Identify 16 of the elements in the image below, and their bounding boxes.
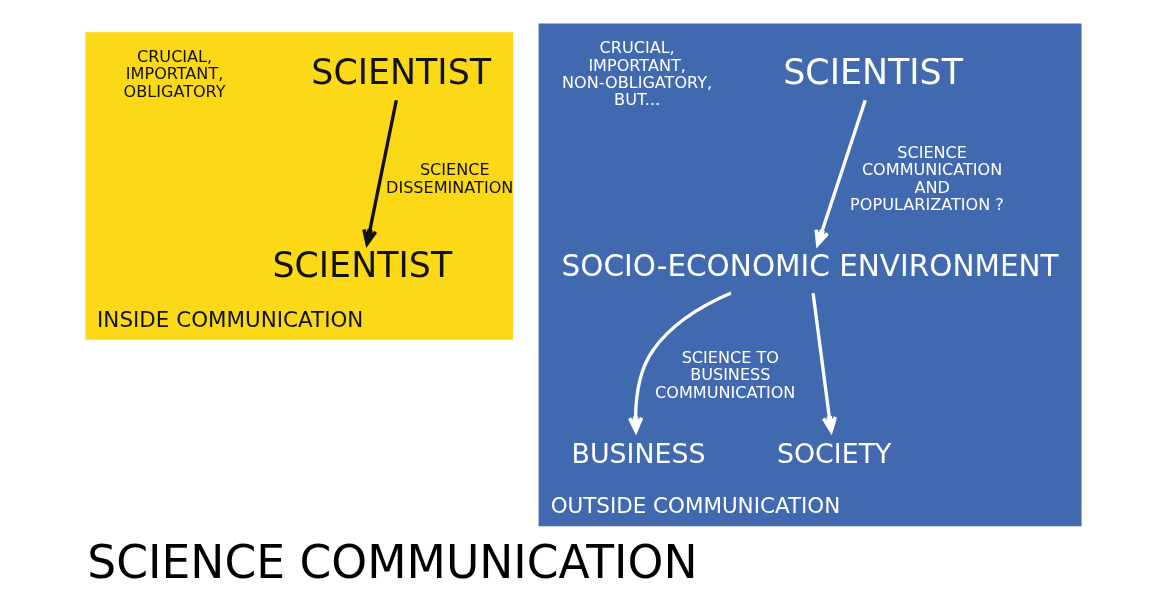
arrow bbox=[361, 99, 398, 246]
arrow bbox=[810, 292, 837, 433]
node-text: SCIENTIST bbox=[310, 51, 491, 92]
diagram-title: SCIENCE COMMUNICATION bbox=[86, 536, 698, 590]
label: CRUCIAL, IMPORTANT, OBLIGATORY bbox=[123, 46, 226, 101]
arrow bbox=[813, 99, 867, 247]
node-text: SOCIO-ECONOMIC ENVIRONMENT bbox=[561, 249, 1059, 284]
arrow bbox=[627, 291, 732, 434]
edge-label: SCIENCE TO BUSINESS COMMUNICATION bbox=[654, 347, 795, 402]
label: CRUCIAL, IMPORTANT, NON-OBLIGATORY, BUT... bbox=[561, 38, 712, 110]
node-text: SCIENTIST bbox=[271, 245, 452, 286]
node-text: SCIENTIST bbox=[782, 51, 963, 92]
node-text: SOCIETY bbox=[776, 437, 891, 469]
edge-label: SCIENCE COMMUNICATION AND POPULARIZATION ? bbox=[849, 142, 1004, 214]
node-text: BUSINESS bbox=[571, 437, 705, 469]
edge-label: SCIENCE DISSEMINATION bbox=[385, 160, 513, 197]
